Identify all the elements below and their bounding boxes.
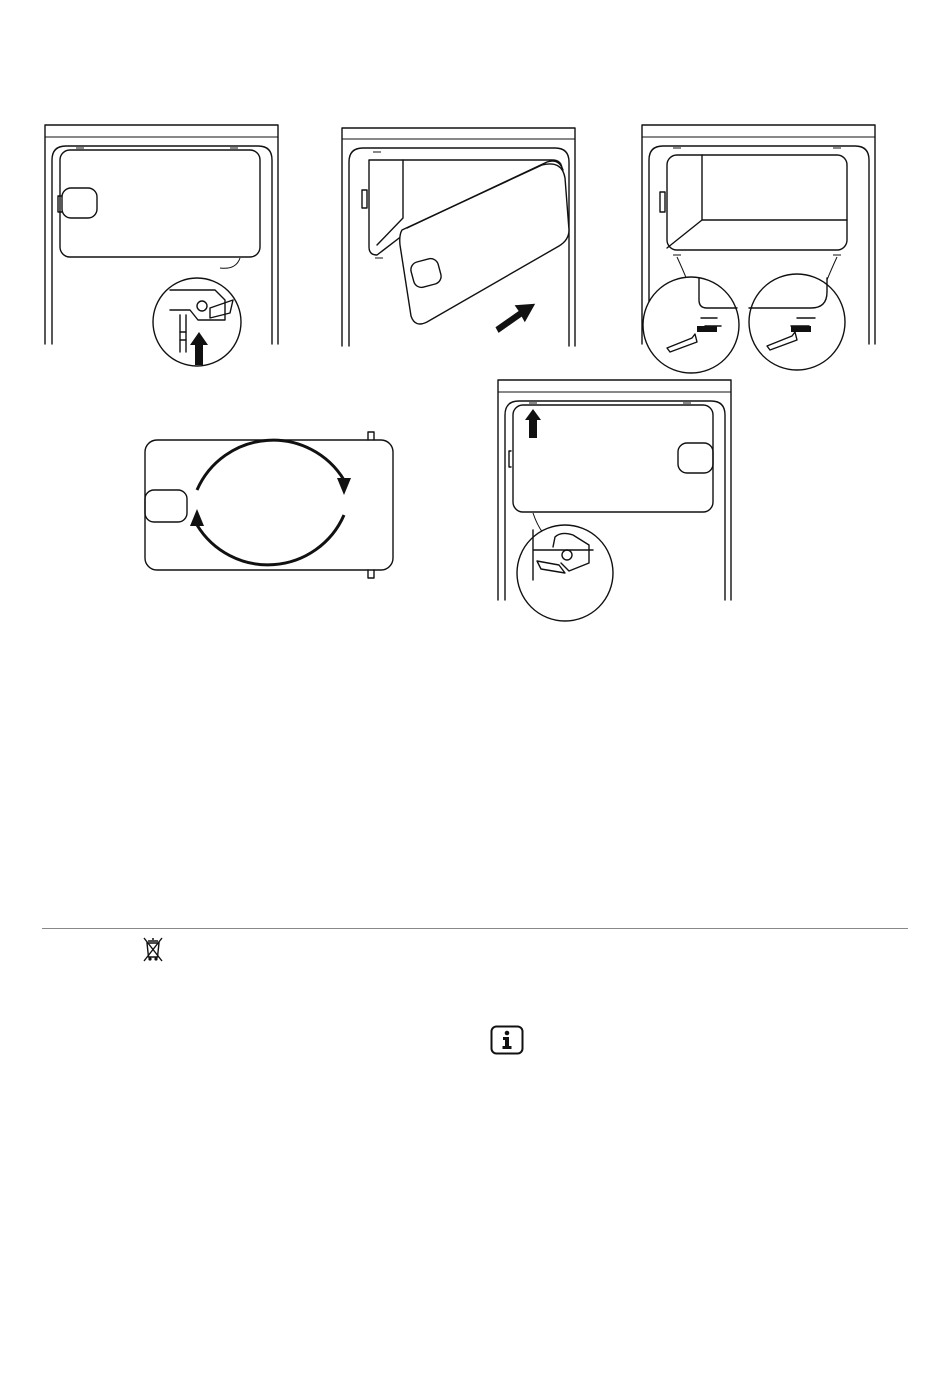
fridge-hinge-pin-move-illustration [637,120,882,380]
fridge-door-refit-illustration [493,375,738,625]
door-rotate-illustration [140,400,400,600]
figure-step-4 [140,400,400,600]
figure-step-5 [493,375,738,625]
crossed-out-wheelie-bin-icon [140,935,166,963]
figure-step-3 [637,120,882,380]
info-icon [490,1025,524,1055]
fridge-door-removal-illustration [337,120,582,370]
figure-step-2 [337,120,582,370]
fridge-door-hinge-unscrew-illustration [40,120,285,370]
section-divider [42,928,908,929]
figure-step-1 [40,120,285,370]
